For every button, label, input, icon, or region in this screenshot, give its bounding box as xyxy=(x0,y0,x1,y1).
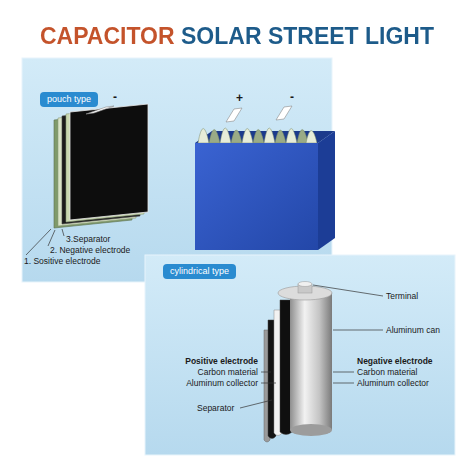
part-label: Negative electrode xyxy=(357,356,433,367)
part-label: Aluminum collector xyxy=(186,378,258,389)
type-tag: cylindrical type xyxy=(163,264,236,279)
part-label: 2. Negative electrode xyxy=(50,245,130,256)
polarity-sign: - xyxy=(113,90,117,104)
part-label: Carbon material xyxy=(198,367,258,378)
panel-background xyxy=(22,58,332,282)
part-label: Carbon material xyxy=(357,367,417,378)
polarity-sign: - xyxy=(290,90,294,104)
polarity-sign: + xyxy=(236,91,243,105)
title-heading: CAPACITOR SOLAR STREET LIGHT xyxy=(40,22,434,50)
cylinder-cell xyxy=(264,282,332,443)
type-tag: pouch type xyxy=(40,92,98,107)
part-label: Separator xyxy=(197,403,234,414)
part-label: 1. Sositive electrode xyxy=(24,256,101,267)
leader-lines xyxy=(240,285,383,408)
layer-stack xyxy=(54,104,148,228)
pouch-cell xyxy=(195,106,335,250)
part-label: Terminal xyxy=(386,291,418,302)
part-label: Aluminum collector xyxy=(357,378,429,389)
part-label: Aluminum can xyxy=(386,325,440,336)
panel-region: cylindrical type xyxy=(145,255,455,455)
part-label: 3.Separator xyxy=(66,234,110,245)
part-label: Positive electrode xyxy=(185,356,258,367)
panel-background xyxy=(145,255,455,455)
